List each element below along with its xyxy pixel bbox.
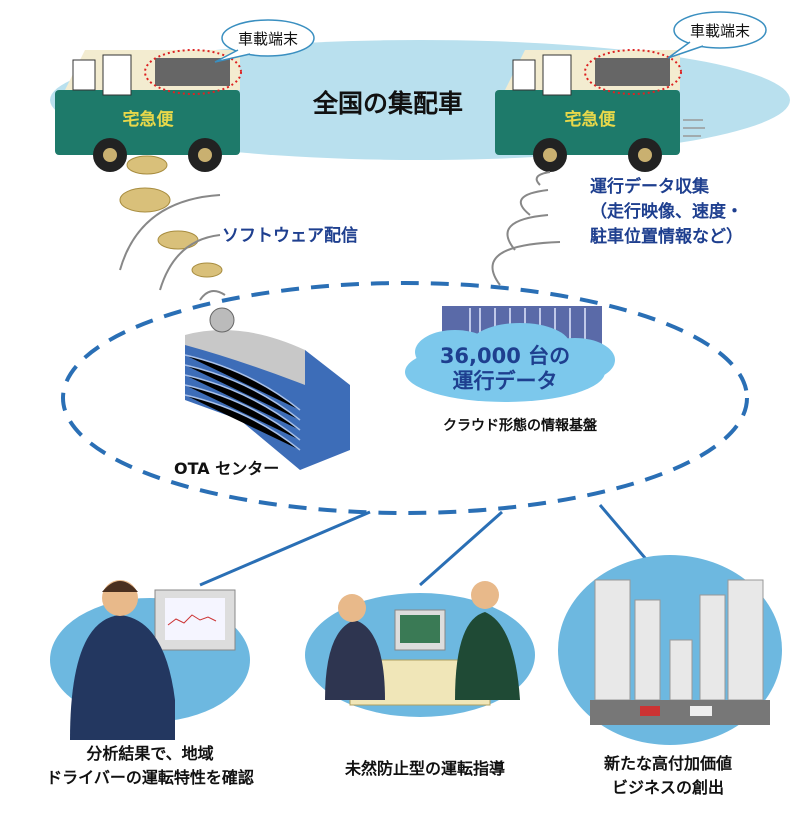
platform-ellipse <box>61 281 749 515</box>
cloud-line2: 運行データ <box>452 369 558 393</box>
truck-logo-right: 宅急便 <box>564 110 616 130</box>
cloud-line1: 36,000 台の <box>439 344 571 368</box>
truck-logo-left: 宅急便 <box>122 110 174 130</box>
ota-center-label: OTA センター <box>174 459 280 478</box>
connector-lines <box>199 504 670 587</box>
data-collection-line: （走行映像、速度・ <box>590 202 743 222</box>
use-guidance-label: 未然防止型の運転指導 <box>344 759 506 778</box>
data-collection-line: 運行データ収集 <box>590 177 709 197</box>
terminal-callout-right: 車載端末 <box>689 22 751 40</box>
callout-right <box>673 11 767 49</box>
ota-building-icon <box>184 307 350 470</box>
use-line: ビジネスの創出 <box>611 778 725 797</box>
use-line: 新たな高付加価値 <box>603 754 733 773</box>
terminal-callout-left: 車載端末 <box>237 30 299 48</box>
fleet-title: 全国の集配車 <box>312 89 464 118</box>
data-collection-line: 駐車位置情報など） <box>590 227 743 247</box>
use-line: ドライバーの運転特性を確認 <box>46 768 254 787</box>
callout-left <box>221 19 315 57</box>
cloud-label: 36,000 台の 運行データ <box>440 344 570 394</box>
use-business-label: 新たな高付加価値 ビジネスの創出 <box>604 752 732 800</box>
software-delivery-label: ソフトウェア配信 <box>222 226 358 246</box>
use-line: 分析結果で、地域 <box>86 744 214 763</box>
signal-arcs <box>119 171 561 301</box>
cloud-icon <box>405 323 615 402</box>
software-disc-icons <box>119 155 223 278</box>
truck-left-icon <box>55 49 242 172</box>
truck-right-icon <box>495 49 705 172</box>
cloud-caption: クラウド形態の情報基盤 <box>443 418 597 434</box>
use-analysis-label: 分析結果で、地域 ドライバーの運転特性を確認 <box>46 742 254 790</box>
data-collection-label: 運行データ収集 （走行映像、速度・ 駐車位置情報など） <box>590 175 743 250</box>
